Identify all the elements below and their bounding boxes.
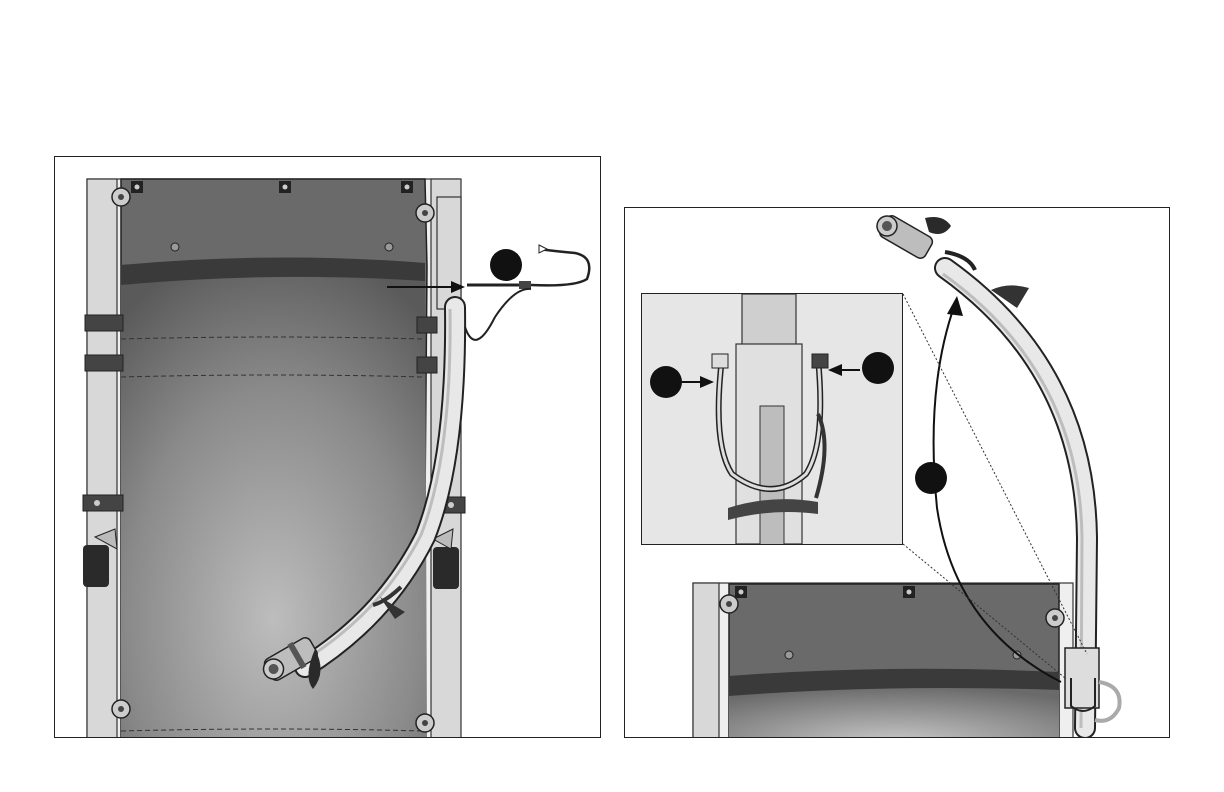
fabric-sheet (729, 584, 1059, 738)
right-illustration-panel (624, 207, 1170, 738)
left-illustration-panel (54, 156, 601, 738)
detail-inset-illustration (642, 294, 903, 545)
detail-inset (641, 293, 903, 545)
pin-icon (465, 245, 589, 340)
left-illustration (55, 157, 601, 738)
callout-icon (915, 462, 947, 494)
callout-icon (490, 249, 522, 281)
upright-post (437, 197, 461, 309)
